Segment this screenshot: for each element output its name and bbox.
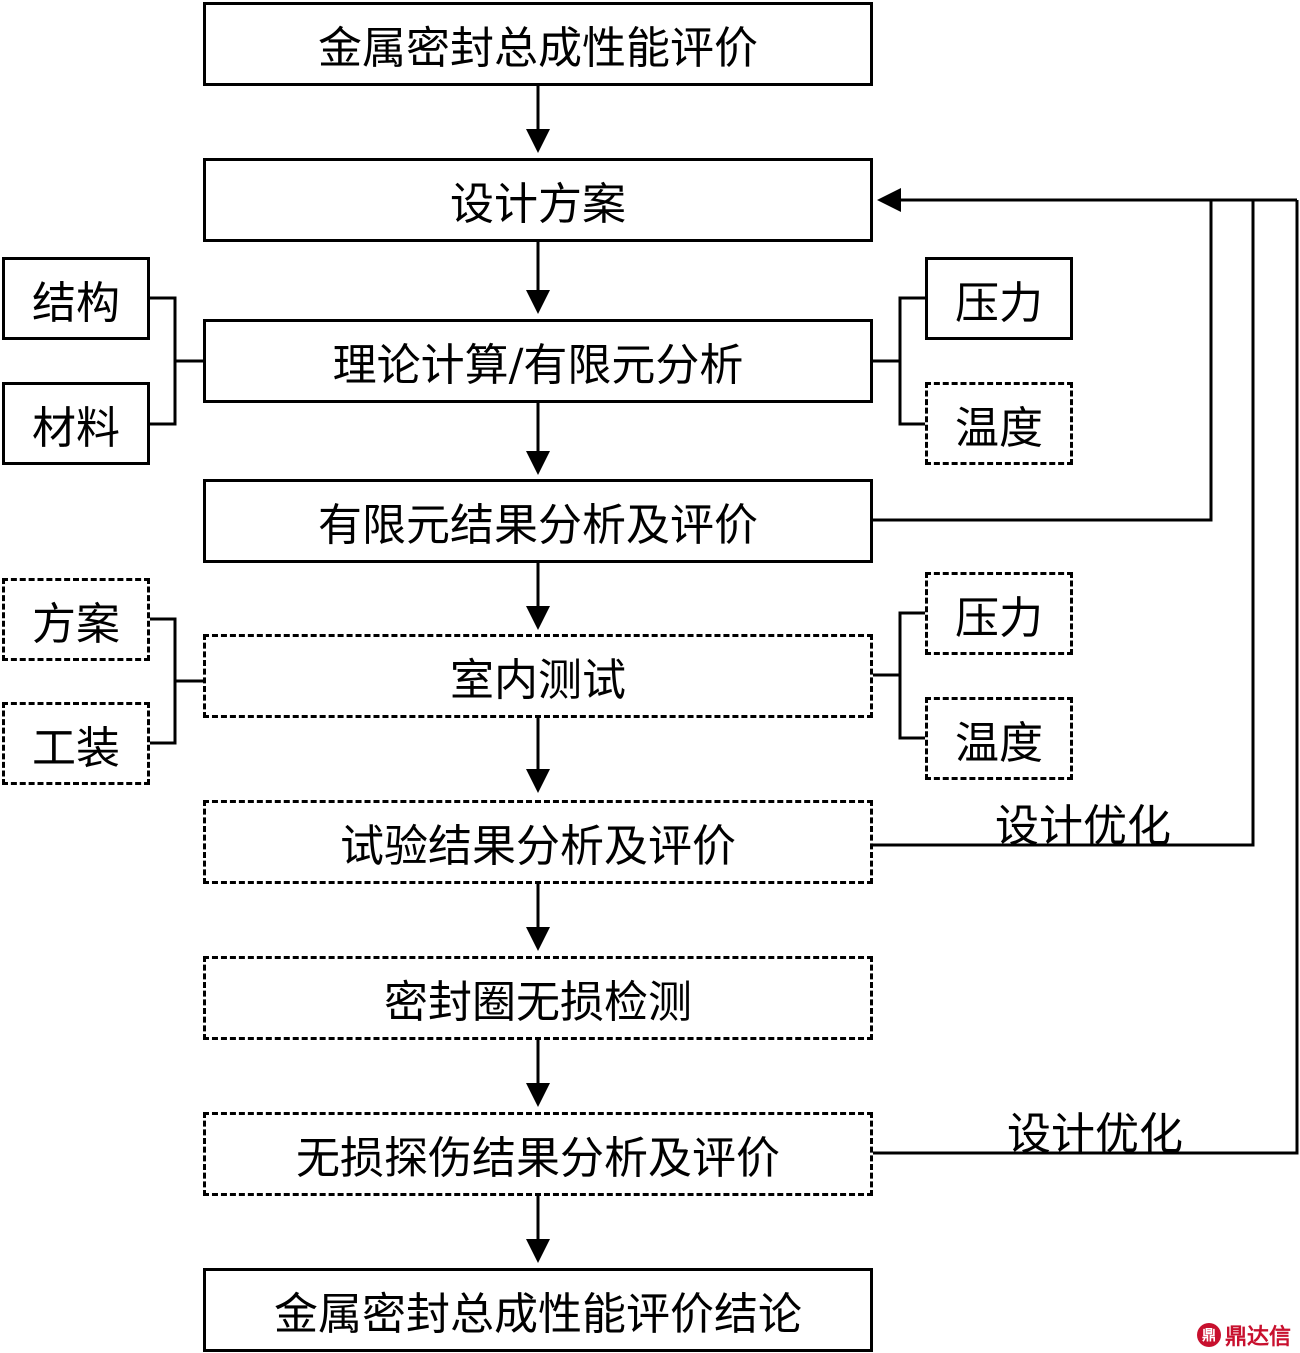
pressure-box-2: 压力 bbox=[925, 572, 1073, 655]
bracket-structure-material bbox=[150, 296, 177, 426]
temperature-box-1: 温度 bbox=[925, 382, 1073, 465]
pressure-box-1: 压力 bbox=[925, 257, 1073, 340]
bracket-pressure-temperature-2 bbox=[898, 611, 925, 740]
watermark-icon: 鼎 bbox=[1197, 1323, 1221, 1347]
bracket-pressure-temperature-1 bbox=[898, 296, 925, 426]
design-plan-box: 设计方案 bbox=[203, 158, 873, 242]
main-eval-box: 金属密封总成性能评价 bbox=[203, 2, 873, 86]
tooling-box: 工装 bbox=[2, 702, 150, 785]
watermark-logo: 鼎 鼎达信 bbox=[1197, 1319, 1291, 1351]
design-optimization-label-2: 设计优化 bbox=[1007, 1109, 1183, 1160]
feedback-fea-to-design bbox=[873, 200, 1213, 522]
material-box: 材料 bbox=[2, 382, 150, 465]
plan-box: 方案 bbox=[2, 578, 150, 661]
temperature-box-2: 温度 bbox=[925, 697, 1073, 780]
lab-test-box: 室内测试 bbox=[203, 634, 873, 718]
test-eval-box: 试验结果分析及评价 bbox=[203, 800, 873, 884]
ndt-eval-box: 无损探伤结果分析及评价 bbox=[203, 1112, 873, 1196]
structure-box: 结构 bbox=[2, 257, 150, 340]
conclusion-box: 金属密封总成性能评价结论 bbox=[203, 1268, 873, 1352]
design-optimization-label-1: 设计优化 bbox=[995, 801, 1171, 852]
ndt-box: 密封圈无损检测 bbox=[203, 956, 873, 1040]
fea-eval-box: 有限元结果分析及评价 bbox=[203, 479, 873, 563]
bracket-plan-tooling bbox=[150, 617, 177, 745]
feedback-ndt-to-design bbox=[873, 200, 1299, 1155]
watermark-text: 鼎达信 bbox=[1225, 1325, 1292, 1350]
feedback-test-to-design bbox=[873, 200, 1255, 847]
theory-fea-box: 理论计算/有限元分析 bbox=[203, 319, 873, 403]
